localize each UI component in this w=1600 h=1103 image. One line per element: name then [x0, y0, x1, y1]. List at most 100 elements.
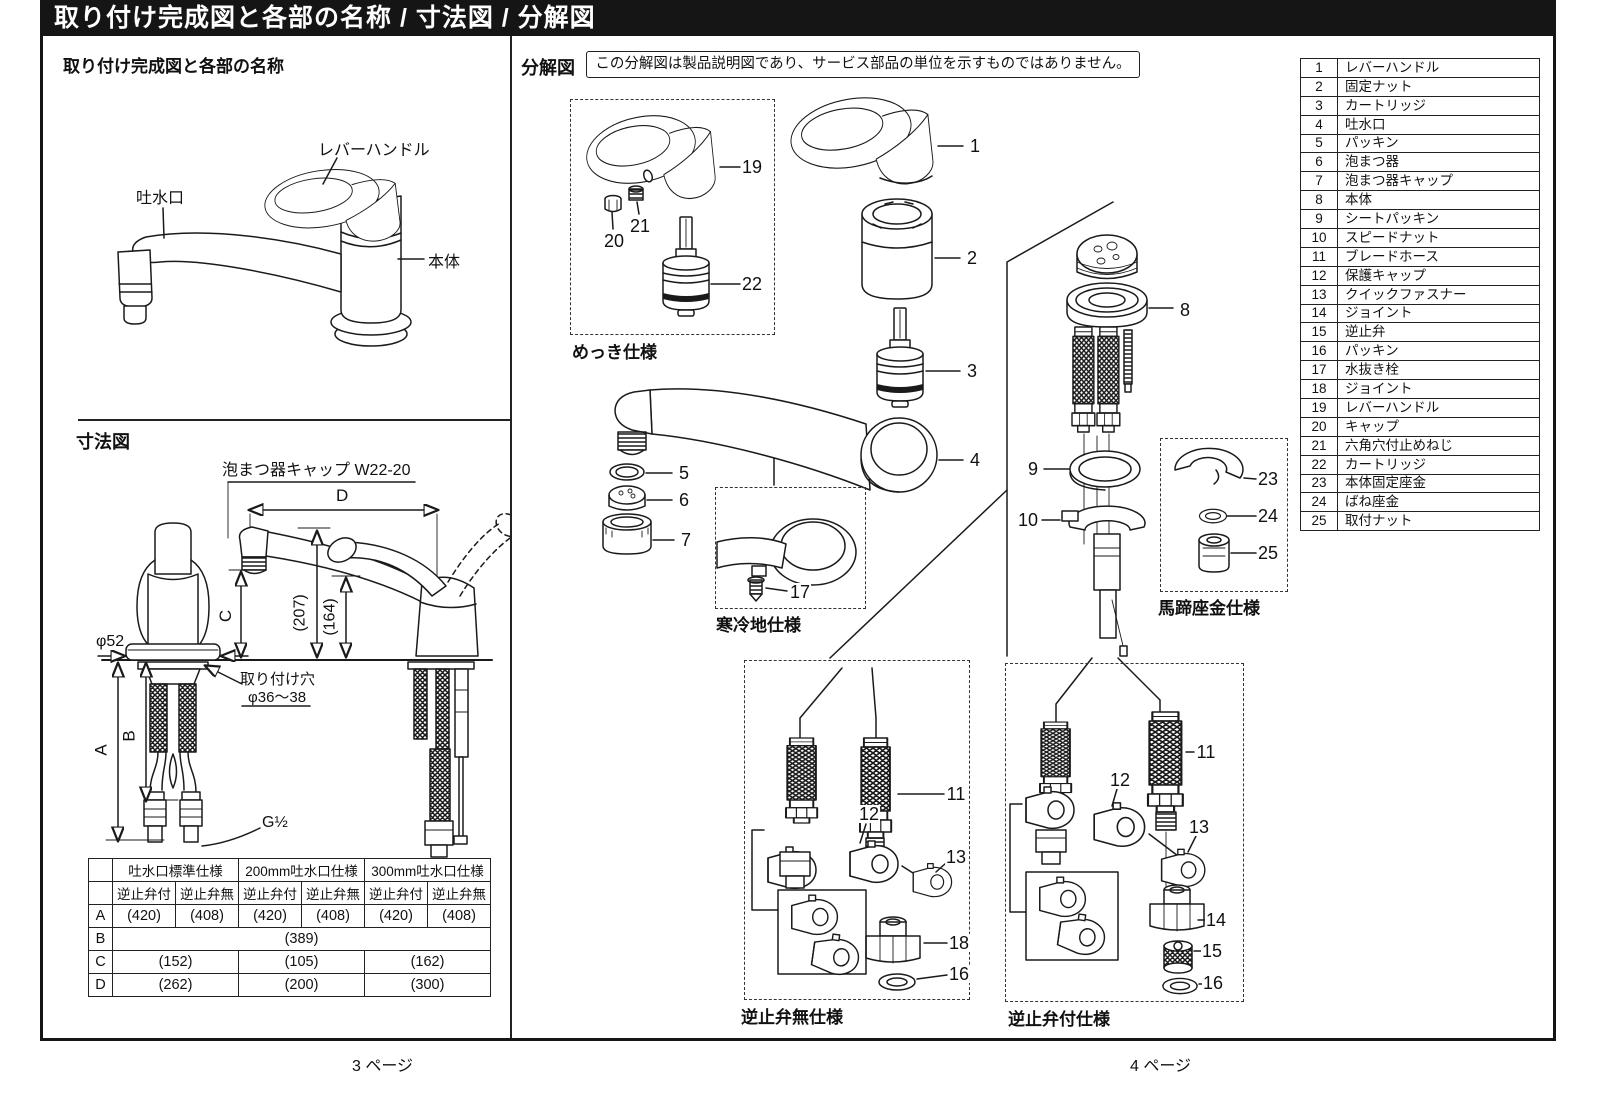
part-name: パッキン [1337, 133, 1540, 154]
part-number: 19 [1300, 398, 1338, 418]
banner-title: 取り付け完成図と各部の名称 / 寸法図 / 分解図 [54, 4, 596, 32]
label-g-half: G½ [262, 814, 288, 831]
dim-table-row-b: B (389) [88, 927, 492, 951]
part-name: 本体 [1337, 190, 1540, 211]
page-number-left: 3 ページ [352, 1058, 414, 1075]
label-dim-d: D [336, 486, 349, 505]
part-name: 保護キャップ [1337, 265, 1540, 286]
group-box-with-check-valve [1005, 663, 1244, 1002]
group-box-cold-region [715, 487, 866, 609]
part-name: ジョイント [1337, 379, 1540, 400]
label-lever-handle: レバーハンドル [318, 142, 430, 159]
part-number: 20 [1300, 416, 1338, 437]
label-body: 本体 [428, 254, 461, 271]
page-banner: 取り付け完成図と各部の名称 / 寸法図 / 分解図 [40, 0, 1556, 36]
part-number: 14 [1300, 303, 1338, 324]
completion-section-heading: 取り付け完成図と各部の名称 [63, 57, 284, 76]
part-number: 10 [1300, 228, 1338, 248]
group-label-cold-region: 寒冷地仕様 [716, 616, 801, 635]
dim-table-row-c: C (152) (105) (162) [88, 950, 492, 974]
exploded-section-heading: 分解図 [521, 58, 575, 78]
part-number: 16 [1300, 341, 1338, 362]
part-number: 11 [1300, 246, 1338, 267]
part-number: 23 [1300, 473, 1338, 494]
part-name: パッキン [1337, 341, 1540, 362]
group-box-no-check-valve [744, 660, 970, 1000]
dimensions-figure [97, 481, 510, 858]
exploded-figure [582, 88, 1257, 995]
group-box-plating [570, 99, 775, 335]
part-number: 2 [1300, 76, 1338, 97]
part-number: 13 [1300, 284, 1338, 305]
part-name: ばね座金 [1337, 492, 1540, 513]
group-label-horseshoe: 馬蹄座金仕様 [1158, 599, 1260, 618]
part-name: ジョイント [1337, 303, 1540, 324]
dim-table-sub-header: 逆止弁付 逆止弁無 逆止弁付 逆止弁無 逆止弁付 逆止弁無 [88, 881, 492, 905]
part-number: 3 [1300, 95, 1338, 116]
part-name: 逆止弁 [1337, 322, 1540, 343]
part-number: 5 [1300, 133, 1338, 154]
part-number: 4 [1300, 114, 1338, 135]
part-name: 泡まつ器キャップ [1337, 171, 1540, 192]
group-box-horseshoe [1160, 438, 1288, 592]
label-dim-a: A [91, 744, 111, 756]
dimension-table: 吐水口標準仕様 200mm吐水口仕様 300mm吐水口仕様 逆止弁付 逆止弁無 … [88, 858, 492, 997]
section-divider-horizontal [78, 419, 510, 421]
dim-table-group-header: 吐水口標準仕様 200mm吐水口仕様 300mm吐水口仕様 [88, 858, 492, 882]
part-name: キャップ [1337, 416, 1540, 437]
frame-bottom-border [40, 1038, 1556, 1041]
frame-left-border [40, 0, 43, 1041]
label-phi52: φ52 [96, 633, 125, 650]
part-name: 水抜き栓 [1337, 360, 1540, 381]
part-name: カートリッジ [1337, 95, 1540, 116]
part-name: カートリッジ [1337, 454, 1540, 475]
frame-right-border [1553, 0, 1556, 1041]
label-dim-c: C [216, 609, 236, 623]
part-name: 取付ナット [1337, 511, 1540, 532]
page-number-right: 4 ページ [1130, 1058, 1192, 1075]
part-number: 6 [1300, 152, 1338, 173]
part-name: 本体固定座金 [1337, 473, 1540, 494]
group-label-plating: めっき仕様 [572, 343, 657, 362]
part-number: 8 [1300, 190, 1338, 211]
label-spout-outlet: 吐水口 [136, 190, 185, 207]
section-divider-vertical [510, 36, 512, 1038]
part-number: 9 [1300, 209, 1338, 230]
dimensions-section-heading: 寸法図 [76, 432, 130, 452]
label-mount-hole-2: φ36〜38 [248, 689, 307, 706]
part-number: 17 [1300, 360, 1338, 381]
part-name: シートパッキン [1337, 209, 1540, 230]
group-label-no-check-valve: 逆止弁無仕様 [741, 1008, 843, 1027]
part-number: 18 [1300, 379, 1338, 400]
part-name: 固定ナット [1337, 76, 1540, 97]
label-aerator-cap-thread: 泡まつ器キャップ W22-20 [222, 462, 411, 479]
part-name: 六角穴付止めねじ [1337, 435, 1540, 456]
part-name: スピードナット [1337, 228, 1540, 248]
part-number: 12 [1300, 265, 1338, 286]
label-mount-hole-1: 取り付け穴 [240, 671, 316, 688]
part-name: 泡まつ器 [1337, 152, 1540, 173]
label-dim-b: B [119, 730, 139, 742]
part-number: 7 [1300, 171, 1338, 192]
part-number: 21 [1300, 435, 1338, 456]
